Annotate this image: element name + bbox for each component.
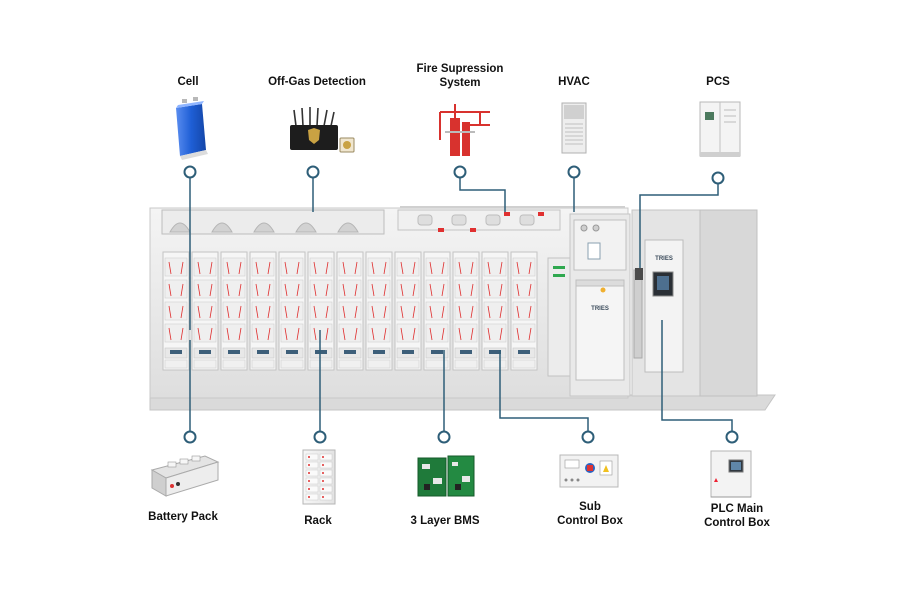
rack-image	[302, 449, 336, 505]
hvac-gauge-2	[592, 224, 600, 232]
sub-control-box-label: Sub Control Box	[548, 500, 632, 528]
rack-image-slots	[305, 453, 333, 501]
pcs-image	[699, 101, 741, 157]
duct-vents-left	[169, 222, 359, 233]
node-cell	[183, 165, 197, 179]
node-sub-control	[581, 430, 595, 444]
battery-rack	[191, 251, 219, 371]
battery-rack	[307, 251, 335, 371]
sub-control-box-label-line2: Control Box	[557, 515, 623, 527]
battery-rack	[336, 251, 364, 371]
connector-plc	[661, 320, 733, 437]
node-fire	[453, 165, 467, 179]
hvac-gauge-1	[580, 224, 588, 232]
sub-control-box-label-line1: Sub	[579, 501, 601, 513]
hvac-label: HVAC	[558, 76, 590, 88]
node-hvac	[567, 165, 581, 179]
rack-label: Rack	[304, 515, 332, 527]
pcs-label: PCS	[706, 76, 730, 88]
node-pcs	[711, 171, 725, 185]
cabinet-indicator-light	[600, 287, 606, 293]
battery-rack	[452, 251, 480, 371]
fire-suppression-label-line1: Fire Supression	[416, 63, 504, 75]
plc-main-control-box-label: PLC Main Control Box	[695, 502, 779, 530]
fire-nozzles	[438, 212, 544, 232]
battery-rack	[249, 251, 277, 371]
battery-rack	[423, 251, 451, 371]
fire-suppression-label-line2: System	[439, 77, 481, 89]
pcs-door-panel	[699, 209, 758, 397]
node-bms	[437, 430, 451, 444]
battery-rack	[278, 251, 306, 371]
pcs-cabinet-logo: TRIES	[655, 256, 673, 262]
battery-rack	[162, 251, 190, 371]
connector-lines	[189, 178, 733, 437]
hvac-image	[561, 102, 587, 154]
off-gas-detector-image	[290, 107, 355, 153]
node-plc	[725, 430, 739, 444]
pcs-vent-left	[633, 269, 643, 359]
connector-fire	[459, 178, 506, 212]
plc-main-control-box-label-line1: PLC Main	[710, 503, 764, 515]
sub-control-box-image	[559, 454, 619, 488]
connector-nodes	[183, 165, 739, 444]
connector-sub-control	[499, 350, 589, 437]
fire-suppression-label: Fire Supression System	[405, 62, 515, 90]
plc-main-control-box-label-line2: Control Box	[704, 517, 770, 529]
sub-control-cabinet	[575, 283, 625, 381]
pcs-plc-box	[635, 268, 643, 280]
duct-vents-right	[417, 214, 535, 226]
cell-label: Cell	[177, 76, 199, 88]
off-gas-detection-label: Off-Gas Detection	[268, 76, 366, 88]
cell-image	[176, 97, 208, 160]
connector-pcs	[639, 178, 719, 268]
battery-rack	[394, 251, 422, 371]
panel-indicators	[553, 266, 565, 277]
battery-racks	[162, 251, 538, 371]
battery-rack	[510, 251, 538, 371]
battery-pack-image	[150, 455, 220, 497]
battery-rack	[365, 251, 393, 371]
pcs-screen-display	[657, 276, 669, 290]
node-rack	[313, 430, 327, 444]
fire-suppression-image	[439, 104, 490, 156]
plc-main-control-box-image	[710, 450, 752, 498]
container: TRIES TRIES	[149, 206, 776, 411]
sub-control-cabinet-top	[575, 279, 625, 287]
hvac-display	[587, 242, 601, 260]
air-duct-right	[397, 209, 561, 231]
battery-pack-label: Battery Pack	[148, 511, 218, 523]
pcs-cabinet	[644, 239, 684, 373]
sub-control-cabinet-logo: TRIES	[591, 306, 609, 312]
node-off-gas	[306, 165, 320, 179]
bms-board-image	[417, 455, 475, 497]
battery-rack	[481, 251, 509, 371]
bms-label: 3 Layer BMS	[410, 515, 480, 527]
battery-rack	[220, 251, 248, 371]
node-battery-pack	[183, 430, 197, 444]
